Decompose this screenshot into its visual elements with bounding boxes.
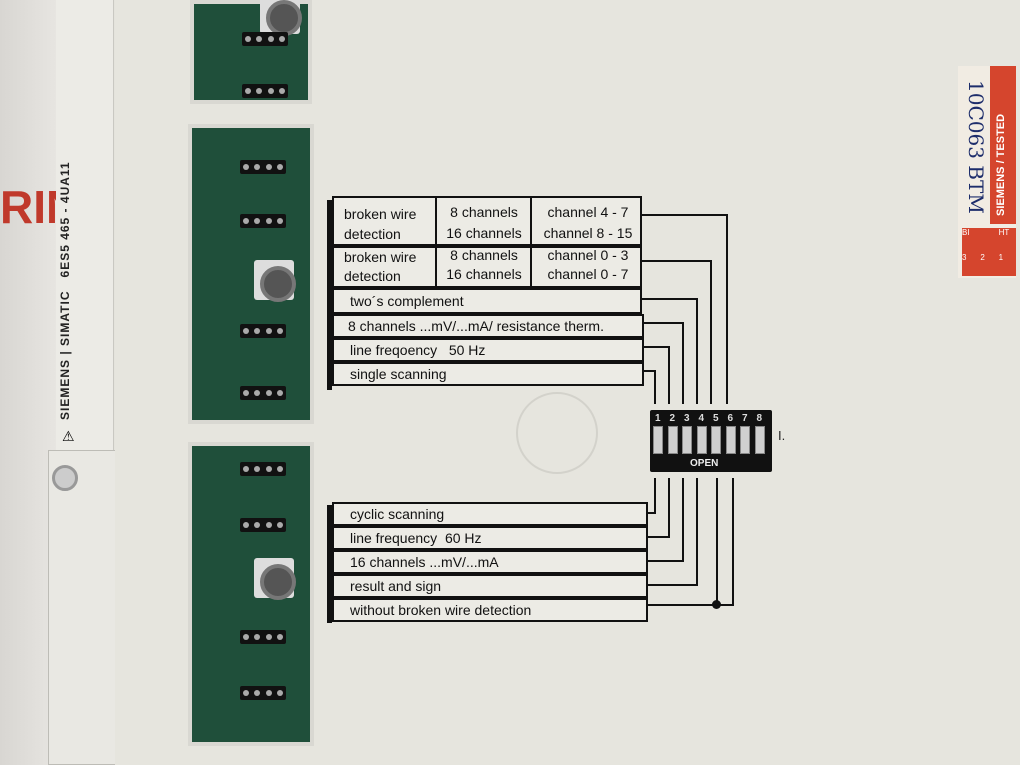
field-2: 2	[980, 252, 985, 262]
sticker-fields: BI HT 3 2 1	[962, 228, 1016, 276]
dip-toggle-1[interactable]	[653, 426, 663, 454]
field-3: 3	[962, 252, 967, 262]
dip-open-label: OPEN	[690, 458, 719, 469]
tested-stripe: SIEMENS / TESTED	[990, 66, 1016, 224]
dip-toggle-3[interactable]	[682, 426, 692, 454]
row-8-channels: 8 channels ...mV/...mA/ resistance therm…	[332, 314, 644, 338]
row-cyclic-scanning: cyclic scanning	[332, 502, 648, 526]
module-label: SIEMENS | SIMATIC 6ES5 465 - 4UA11	[58, 161, 72, 420]
row-line-frequency-60: line frequency 60 Hz	[332, 526, 648, 550]
dip-toggle-7[interactable]	[740, 426, 750, 454]
locking-lever[interactable]	[48, 450, 120, 765]
product: SIMATIC	[58, 290, 72, 346]
lever-screw[interactable]	[52, 465, 78, 491]
row2-channels: 8 channels 16 channels	[446, 247, 522, 282]
upper-row-1	[332, 196, 642, 246]
dip-toggle-2[interactable]	[667, 426, 678, 454]
dip-number-3: 3	[684, 413, 690, 424]
dip-number-8: 8	[756, 413, 763, 424]
row-result-and-sign: result and sign	[332, 574, 648, 598]
field-ht: HT	[998, 228, 1010, 237]
row-line-frequency-50: line freqoency 50 Hz	[332, 338, 644, 362]
dip-toggle-8[interactable]	[754, 426, 765, 454]
dip-toggle-6[interactable]	[725, 426, 736, 454]
row-single-scanning: single scanning	[332, 362, 644, 386]
row-without-broken-wire: without broken wire detection	[332, 598, 648, 622]
background-logo: RIN	[0, 181, 58, 233]
row2-function: broken wire detection	[344, 249, 417, 284]
row2-range: channel 0 - 3 channel 0 - 7	[547, 247, 629, 282]
dip-number-1: 1	[655, 413, 661, 424]
warning-triangle-icon: ⚠	[62, 428, 75, 444]
handwritten-code: 10C063 BTM	[964, 80, 988, 214]
pcb-top	[190, 0, 312, 104]
dip-toggle-4[interactable]	[696, 426, 707, 454]
pcb-bottom	[188, 442, 314, 746]
table-bracket	[327, 200, 332, 390]
dip-number-6: 6	[727, 413, 734, 424]
field-1: 1	[998, 252, 1004, 262]
brand: SIEMENS	[58, 358, 72, 420]
row1-range: channel 4 - 7 channel 8 - 15	[543, 204, 633, 241]
dip-number-7: 7	[742, 413, 748, 424]
dip-number-2: 2	[669, 413, 676, 424]
upper-row-2	[332, 246, 642, 288]
part-number: 6ES5 465 - 4UA11	[58, 161, 72, 278]
field-bi: BI	[962, 228, 970, 237]
center-mounting-circle	[516, 392, 598, 474]
pcb-middle	[188, 124, 314, 424]
dip-side-mark: I.	[778, 428, 786, 443]
row1-channels: 8 channels 16 channels	[446, 204, 522, 241]
row-16-channels: 16 channels ...mV/...mA	[332, 550, 648, 574]
dip-toggle-5[interactable]	[711, 426, 721, 454]
dip-number-4: 4	[698, 413, 705, 424]
tested-text: SIEMENS / TESTED	[995, 113, 1007, 216]
dip-number-5: 5	[713, 413, 719, 424]
row-twos-complement: two´s complement	[332, 288, 642, 314]
table-bracket-lower	[327, 505, 332, 623]
row1-function: broken wire detection	[344, 206, 417, 242]
